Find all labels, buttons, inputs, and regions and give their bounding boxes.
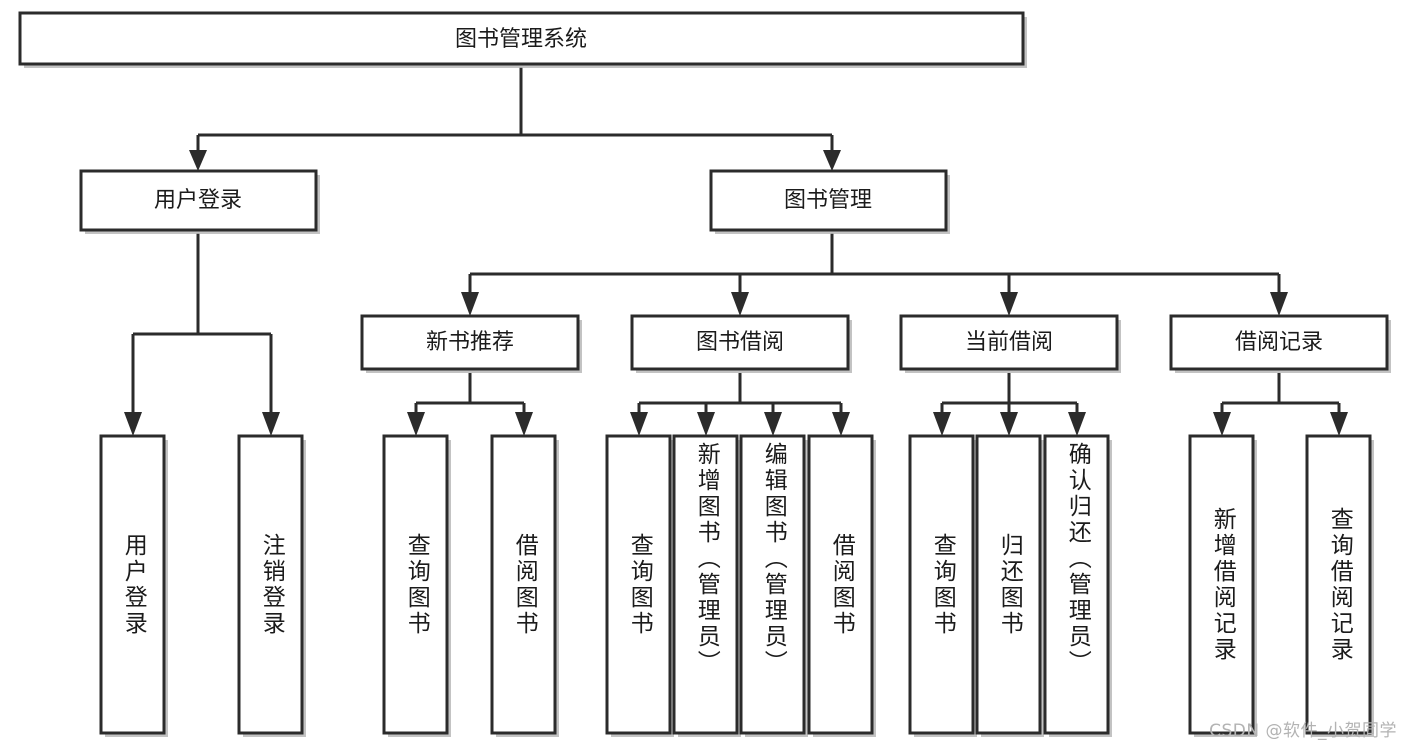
arrow-book-manage: [823, 150, 841, 171]
arrow-current-borrow: [1000, 292, 1018, 316]
book-manage-box[interactable]: [709, 169, 948, 232]
arrow-leaf-query-record: [1330, 412, 1348, 436]
book-manage-label: 图书管理: [784, 188, 872, 213]
leaf-user-logout-box[interactable]: [237, 434, 304, 735]
leaf-add-record-box[interactable]: [1188, 434, 1255, 735]
arrow-leaf-return-book: [1000, 412, 1018, 436]
borrow-record-label: 借阅记录: [1235, 330, 1323, 355]
leaf-borrow-book-2-box[interactable]: [807, 434, 874, 735]
user-login-label: 用户登录: [154, 188, 242, 213]
leaf-borrow-book-1-box[interactable]: [490, 434, 557, 735]
node-book-borrow[interactable]: 图书借阅: [630, 314, 852, 373]
leaf-user-login-box[interactable]: [99, 434, 166, 735]
node-borrow-record[interactable]: 借阅记录: [1169, 314, 1391, 373]
connector-group: [124, 67, 1348, 436]
node-book-manage[interactable]: 图书管理: [709, 169, 950, 234]
arrow-new-book-rec: [461, 292, 479, 316]
leaf-query-book-1-box[interactable]: [382, 434, 449, 735]
node-current-borrow[interactable]: 当前借阅: [899, 314, 1121, 373]
user-login-box[interactable]: [79, 169, 318, 232]
leaf-return-book-box[interactable]: [975, 434, 1042, 735]
arrow-borrow-record: [1270, 292, 1288, 316]
new-book-rec-box[interactable]: [360, 314, 580, 371]
root-label: 图书管理系统: [455, 27, 587, 52]
current-borrow-label: 当前借阅: [965, 330, 1053, 355]
leaf-edit-book-box[interactable]: [739, 434, 806, 735]
arrow-user-login: [189, 150, 207, 171]
arrow-leaf-add-record: [1213, 412, 1231, 436]
arrow-leaf-query-book-2: [630, 412, 648, 436]
arrow-leaf-confirm-return: [1068, 412, 1086, 436]
arrow-leaf-user-logout: [262, 412, 280, 436]
node-root[interactable]: 图书管理系统: [18, 11, 1027, 68]
arrow-leaf-borrow-book-1: [515, 412, 533, 436]
new-book-rec-label: 新书推荐: [426, 330, 514, 355]
arrow-leaf-add-book: [697, 412, 715, 436]
book-borrow-label: 图书借阅: [696, 330, 784, 355]
borrow-record-box[interactable]: [1169, 314, 1389, 371]
arrow-leaf-borrow-book-2: [832, 412, 850, 436]
arrow-leaf-edit-book: [764, 412, 782, 436]
arrow-leaf-user-login: [124, 412, 142, 436]
leaf-add-book-box[interactable]: [672, 434, 739, 735]
node-new-book-rec[interactable]: 新书推荐: [360, 314, 582, 373]
current-borrow-box[interactable]: [899, 314, 1119, 371]
leaf-rect-group: [99, 434, 1374, 737]
csdn-watermark: CSDN @软件_小贺同学: [1209, 721, 1397, 741]
leaf-query-book-3-box[interactable]: [908, 434, 975, 735]
arrow-book-borrow: [731, 292, 749, 316]
leaf-query-record-box[interactable]: [1305, 434, 1372, 735]
leaf-confirm-return-box[interactable]: [1043, 434, 1110, 735]
leaf-query-book-2-box[interactable]: [605, 434, 672, 735]
arrow-leaf-query-book-1: [407, 412, 425, 436]
book-borrow-box[interactable]: [630, 314, 850, 371]
root-box[interactable]: [18, 11, 1025, 66]
arrow-leaf-query-book-3: [933, 412, 951, 436]
node-user-login[interactable]: 用户登录: [79, 169, 320, 234]
